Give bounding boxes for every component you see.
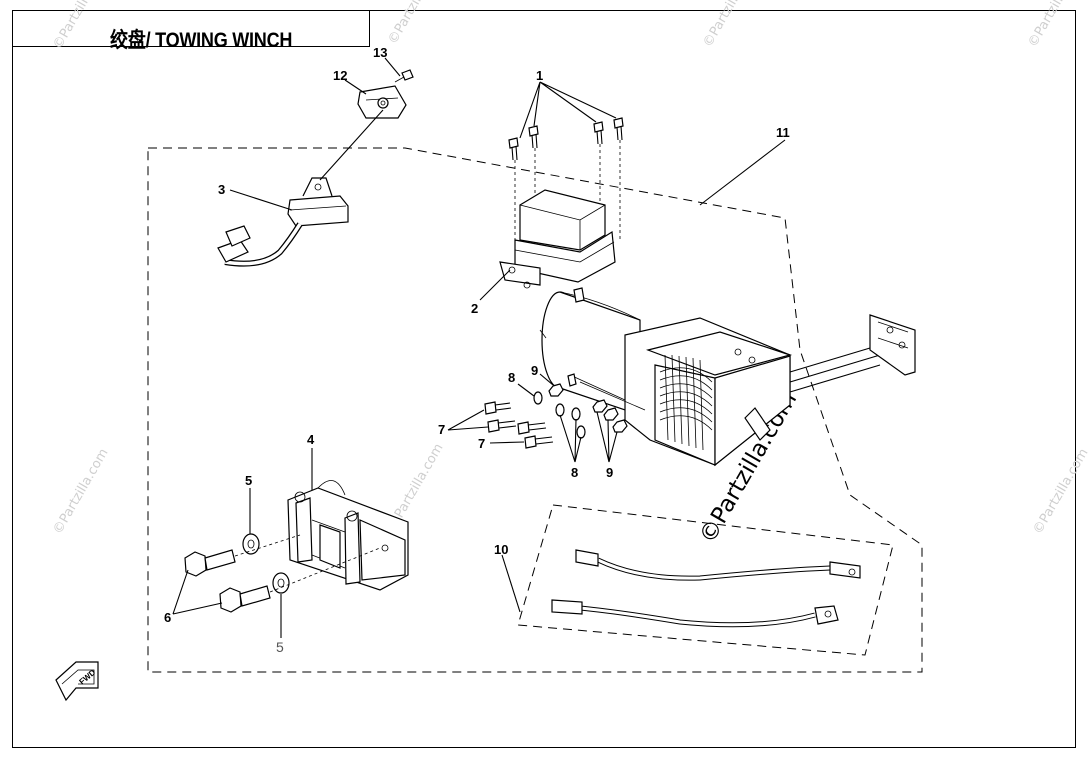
diagram-frame [12,10,1076,748]
callout-7-upper[interactable]: 7 [438,422,445,437]
winch-motor [539,287,641,416]
cables-part-10 [551,549,861,628]
callout-3[interactable]: 3 [218,182,225,197]
bolts-part-1 [508,117,624,240]
cap-part-12 [357,85,407,119]
callout-6[interactable]: 6 [164,610,171,625]
callout-7-lower[interactable]: 7 [478,436,485,451]
callout-5-lower[interactable]: 5 [276,639,284,655]
watermark-text: ©Partzilla.com [385,0,446,47]
winch-mount-guides [567,373,646,411]
title-box: 绞盘/ TOWING WINCH [12,10,370,52]
control-box-part-2 [499,189,616,289]
fasteners-7-8-9 [484,383,628,449]
washers-part-5 [242,533,290,594]
watermark-text: ©Partzilla.com [1025,0,1086,50]
callout-labels: 1 2 3 4 5 5 6 7 7 8 8 9 9 10 11 12 13 [164,45,790,655]
callout-9-lower[interactable]: 9 [606,465,613,480]
callout-2[interactable]: 2 [471,301,478,316]
callout-9-upper[interactable]: 9 [531,363,538,378]
cable-set-boundary-10 [517,504,894,656]
callout-12[interactable]: 12 [333,68,347,83]
screw-part-13 [394,69,414,83]
callout-10[interactable]: 10 [494,542,508,557]
callout-13[interactable]: 13 [373,45,387,60]
callout-8-lower[interactable]: 8 [571,465,578,480]
watermark-text: ©Partzilla.com [50,446,111,537]
callout-4[interactable]: 4 [307,432,315,447]
diagram-title: 绞盘/ TOWING WINCH [110,29,293,52]
bolts-part-6 [184,534,381,613]
switch-part-3 [217,109,384,267]
callout-5-upper[interactable]: 5 [245,473,252,488]
watermark-text: ©Partzilla.com [50,0,111,52]
mounting-bracket-right [789,314,916,393]
winch-drum-housing [624,317,793,467]
callout-11[interactable]: 11 [776,125,790,140]
watermark-text: ©Partzilla.com [700,0,761,50]
callout-8-upper[interactable]: 8 [508,370,515,385]
watermark-text: ©Partzilla.com [1030,446,1090,537]
callout-leaders [172,57,786,638]
callout-1[interactable]: 1 [536,68,543,83]
roller-fairlead-part-4 [287,448,409,591]
fwd-direction-badge: FWD [55,661,99,702]
